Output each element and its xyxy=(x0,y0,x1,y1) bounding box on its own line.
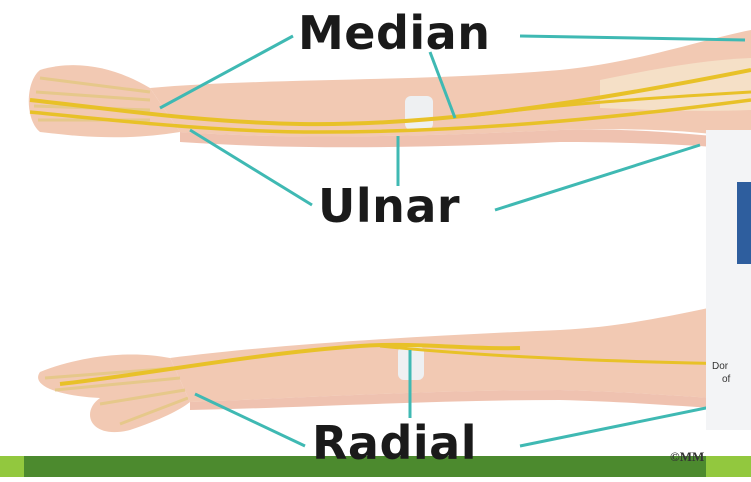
overlapping-slide-panel xyxy=(706,130,751,430)
lower-arm-figure xyxy=(38,300,751,432)
radial-label: Radial xyxy=(312,420,477,466)
inset-accent-bar xyxy=(737,182,751,264)
median-label: Median xyxy=(298,10,490,56)
slide-footer-accent-right xyxy=(706,456,751,477)
inset-caption-line1: Dor xyxy=(712,361,728,372)
copyright-mark: ©MM xyxy=(670,449,704,465)
slide-footer-accent xyxy=(0,456,24,477)
ulnar-label: Ulnar xyxy=(318,183,460,229)
inset-caption-line2: of xyxy=(722,374,730,385)
